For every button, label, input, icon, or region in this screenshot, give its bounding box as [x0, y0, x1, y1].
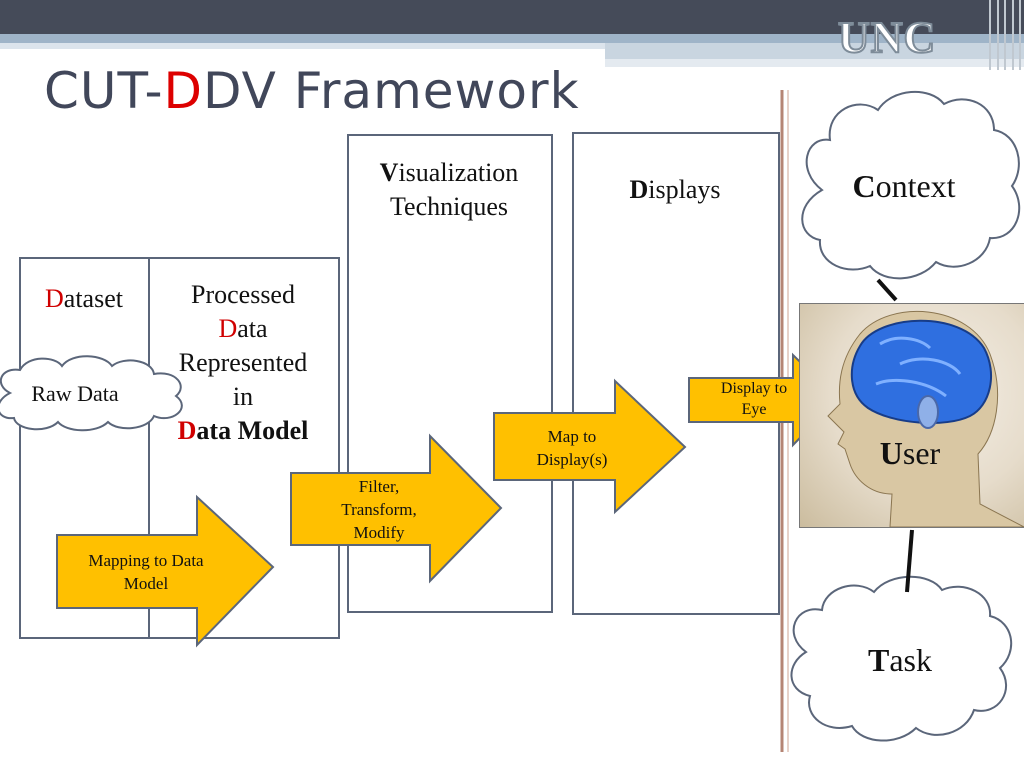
raw-data-label: Raw Data — [31, 381, 119, 406]
visualization-techniques-label: Visualization Techniques — [379, 158, 519, 221]
header-stripe — [0, 34, 1024, 43]
filter-arrow — [290, 433, 503, 584]
mapping-arrow — [56, 494, 275, 648]
header-stripe-light — [0, 43, 605, 49]
context-cloud — [801, 91, 1021, 280]
context-connector — [876, 278, 898, 302]
header-vertical-lines — [985, 0, 1024, 70]
brain-icon — [850, 319, 992, 424]
user-label: User — [879, 435, 941, 471]
unc-logo: UNC — [837, 12, 937, 63]
raw-data-cloud — [0, 355, 183, 432]
slide-title: CUT-DDV Framework — [44, 62, 580, 120]
head-illustration — [827, 310, 1024, 527]
task-cloud — [790, 575, 1013, 742]
displays-box — [572, 132, 780, 615]
header-bar — [0, 0, 1024, 34]
context-label: Context — [852, 168, 956, 204]
header-stripe-right — [605, 43, 1024, 59]
task-connector — [905, 529, 914, 593]
filter-arrow-label: Filter,Transform,Modify — [341, 477, 417, 542]
processed-data-label: Processed Data Represented in Data Model — [177, 280, 309, 445]
header-stripe-right-light — [605, 59, 1024, 67]
map-display-arrow — [493, 378, 687, 515]
user-head-image — [799, 303, 1024, 528]
displays-label: Displays — [629, 175, 721, 204]
task-label: Task — [868, 642, 932, 678]
ear-icon — [917, 395, 939, 429]
dataset-label: Dataset — [45, 284, 123, 313]
